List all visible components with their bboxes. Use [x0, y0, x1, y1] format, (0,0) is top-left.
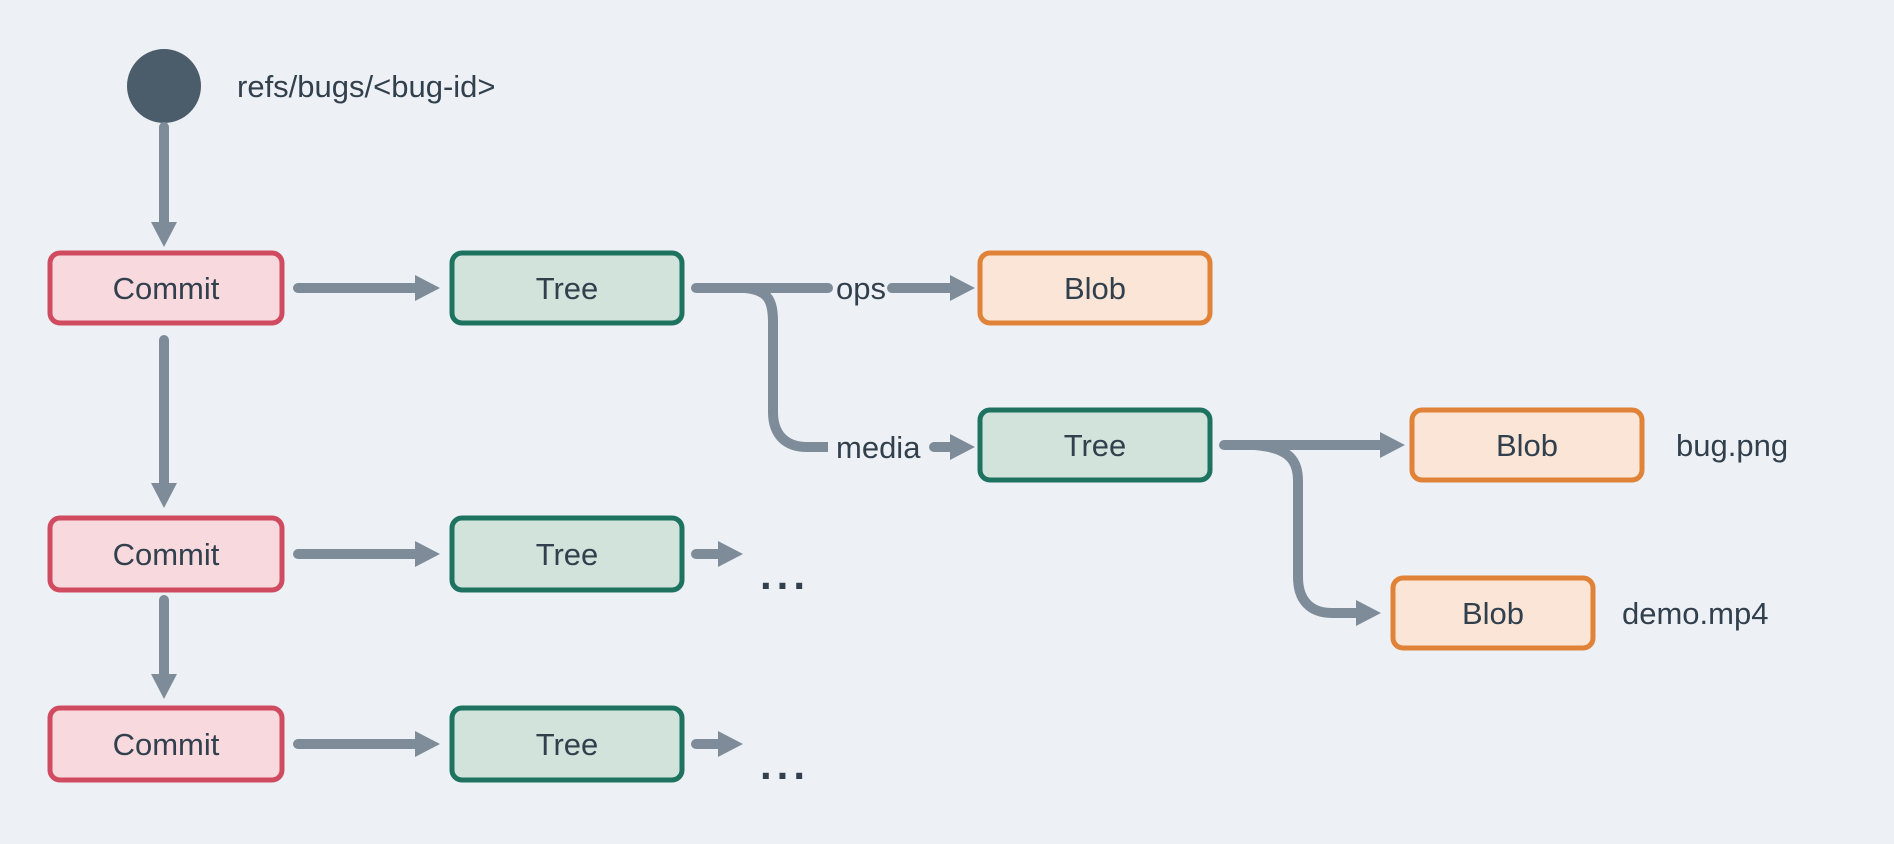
tree-root-label: Tree	[536, 271, 599, 306]
tree-media-label: Tree	[1064, 428, 1127, 463]
ellipsis-row3: ...	[760, 741, 810, 788]
edge-branch-media	[744, 283, 828, 452]
tree-media-node	[977, 407, 1213, 483]
ref-label: refs/bugs/<bug-id>	[237, 69, 496, 104]
blob-demo-label: Blob	[1462, 596, 1524, 631]
edge-branch-demo	[1254, 440, 1381, 626]
commit1-label: Commit	[113, 271, 220, 306]
commit1-node	[47, 250, 285, 326]
file-label-demo: demo.mp4	[1622, 596, 1768, 631]
tree-2-label: Tree	[536, 537, 599, 572]
commit2-label: Commit	[113, 537, 220, 572]
blob-demo-node	[1390, 575, 1596, 651]
file-label-bug: bug.png	[1676, 428, 1788, 463]
tree-root-node	[449, 250, 685, 326]
tree-2-node	[449, 515, 685, 593]
blob-bug-label: Blob	[1496, 428, 1558, 463]
tree-3-node	[449, 705, 685, 783]
commit3-label: Commit	[113, 727, 220, 762]
blob-bug-node	[1409, 407, 1645, 483]
edge-label-media: media	[836, 430, 921, 465]
commit2-node	[47, 515, 285, 593]
edge-label-ops: ops	[836, 271, 886, 306]
tree-3-label: Tree	[536, 727, 599, 762]
blob-ops-label: Blob	[1064, 271, 1126, 306]
commit3-node	[47, 705, 285, 783]
ref-dot-icon	[127, 49, 201, 123]
blob-ops-node	[977, 250, 1213, 326]
ellipsis-row2: ...	[760, 551, 810, 598]
